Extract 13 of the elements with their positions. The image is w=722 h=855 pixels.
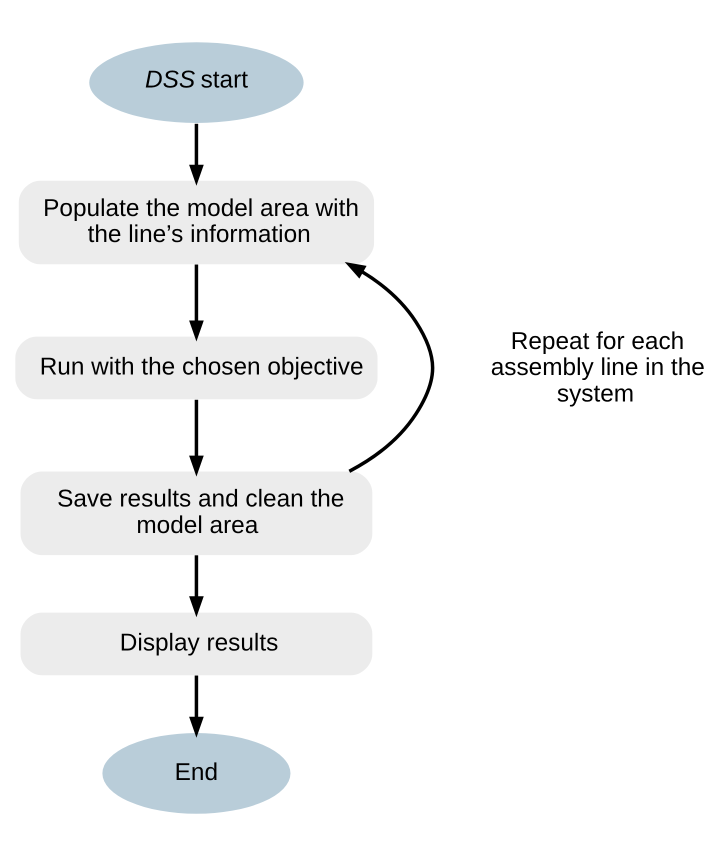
arrow <box>189 264 204 341</box>
arrow <box>189 554 204 617</box>
edge-label: Repeat for each assembly line in the system <box>490 328 705 407</box>
node-box: Save results and clean the model area <box>20 471 372 555</box>
node-ellipse: DSS start <box>89 42 304 122</box>
arrow <box>189 399 204 476</box>
arrow <box>189 675 204 738</box>
node-ellipse: End <box>102 732 290 814</box>
arrow <box>189 123 204 186</box>
node-box: Populate the model area with the line’s information <box>18 180 374 264</box>
node-box: Display results <box>20 612 372 675</box>
arrow <box>344 261 434 472</box>
node-box: Run with the chosen objective <box>15 336 378 399</box>
